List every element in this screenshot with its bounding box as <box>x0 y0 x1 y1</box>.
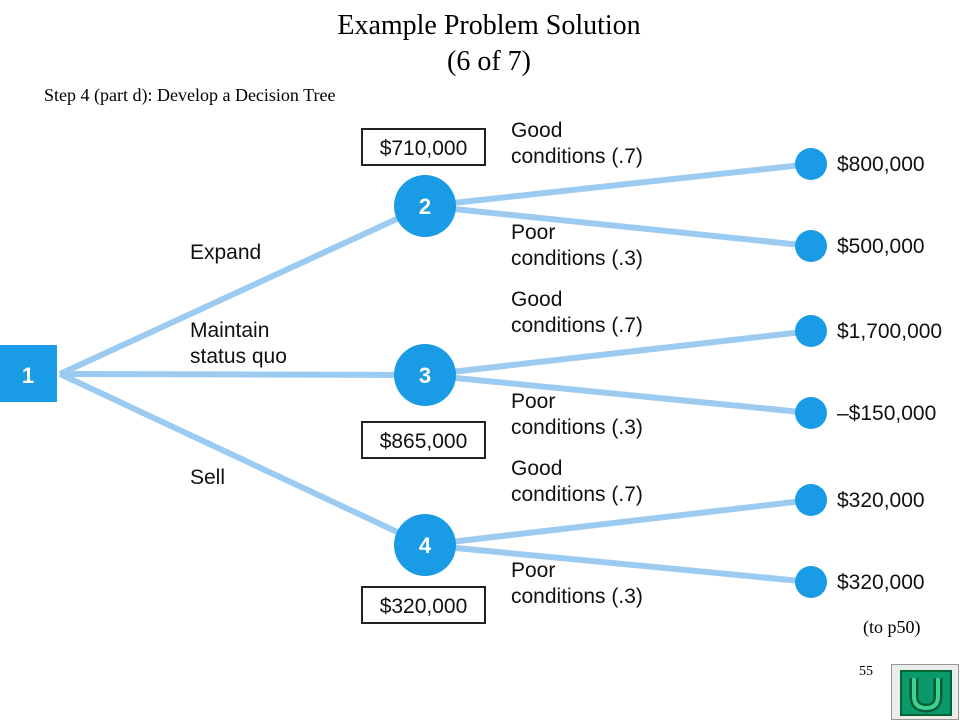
outcome-label-line1: Good <box>511 119 563 142</box>
terminal-dot <box>795 484 827 516</box>
branch-label-maintain: Maintain status quo <box>190 318 287 370</box>
branch-3-poor <box>424 372 812 416</box>
branch-3-good <box>424 328 812 378</box>
expected-value-box-3: $865,000 <box>361 421 486 459</box>
branch-4-poor <box>424 542 812 585</box>
branch-sell <box>58 371 427 548</box>
step-heading: Step 4 (part d): Develop a Decision Tree <box>44 85 336 105</box>
outcome-label-line2: conditions (.3) <box>511 585 643 608</box>
page-subtitle: (6 of 7) <box>447 46 531 77</box>
outcome-label-line2: conditions (.3) <box>511 247 643 270</box>
terminal-dot <box>795 397 827 429</box>
branch-2-good <box>424 161 812 209</box>
outcome-label-line1: Good <box>511 457 563 480</box>
terminal-dot <box>795 566 827 598</box>
reference-link[interactable]: (to p50) <box>863 617 921 637</box>
outcome-label-line1: Poor <box>511 559 556 582</box>
outcome-label-line2: conditions (.7) <box>511 145 643 168</box>
terminal-dot <box>795 315 827 347</box>
expected-value-box-4: $320,000 <box>361 586 486 624</box>
page-number: 55 <box>859 664 873 679</box>
branch-4-good <box>424 497 812 548</box>
terminal-dot <box>795 230 827 262</box>
branch-label-maintain-line2: status quo <box>190 345 287 368</box>
payoff-4-good: $320,000 <box>837 489 925 512</box>
expected-value-box-2: $710,000 <box>361 128 486 166</box>
chance-node-2-label: 2 <box>419 194 431 219</box>
payoff-3-good: $1,700,000 <box>837 320 943 343</box>
page-title: Example Problem Solution <box>337 10 641 41</box>
outcome-label-line1: Poor <box>511 221 556 244</box>
terminal-dot <box>795 148 827 180</box>
branch-maintain <box>59 371 426 378</box>
return-button[interactable] <box>891 664 959 720</box>
outcome-label-4-poor: Poor conditions (.3) <box>511 558 643 610</box>
outcome-label-line2: conditions (.7) <box>511 483 643 506</box>
branch-label-maintain-line1: Maintain <box>190 319 270 342</box>
outcome-label-2-good: Good conditions (.7) <box>511 118 643 170</box>
outcome-label-line1: Good <box>511 288 563 311</box>
branch-label-expand: Expand <box>190 241 262 264</box>
branch-2-poor <box>424 203 812 249</box>
outcome-label-2-poor: Poor conditions (.3) <box>511 220 643 272</box>
chance-node-3 <box>394 344 456 406</box>
chance-node-2 <box>394 175 456 237</box>
outcome-label-3-poor: Poor conditions (.3) <box>511 389 643 441</box>
outcome-label-line1: Poor <box>511 390 556 413</box>
payoff-4-poor: $320,000 <box>837 571 925 594</box>
root-node-label: 1 <box>22 363 34 388</box>
chance-node-3-label: 3 <box>419 363 431 388</box>
chance-node-4 <box>394 514 456 576</box>
chance-node-4-label: 4 <box>419 533 432 558</box>
outcome-label-4-good: Good conditions (.7) <box>511 456 643 508</box>
outcome-label-3-good: Good conditions (.7) <box>511 287 643 339</box>
outcome-label-line2: conditions (.7) <box>511 314 643 337</box>
root-decision-node <box>0 345 57 402</box>
payoff-2-good: $800,000 <box>837 153 925 176</box>
u-turn-return-icon <box>900 670 952 716</box>
payoff-3-poor: –$150,000 <box>837 402 937 425</box>
branch-expand <box>58 203 427 377</box>
branch-label-sell: Sell <box>190 466 226 489</box>
outcome-label-line2: conditions (.3) <box>511 416 643 439</box>
payoff-2-poor: $500,000 <box>837 235 925 258</box>
